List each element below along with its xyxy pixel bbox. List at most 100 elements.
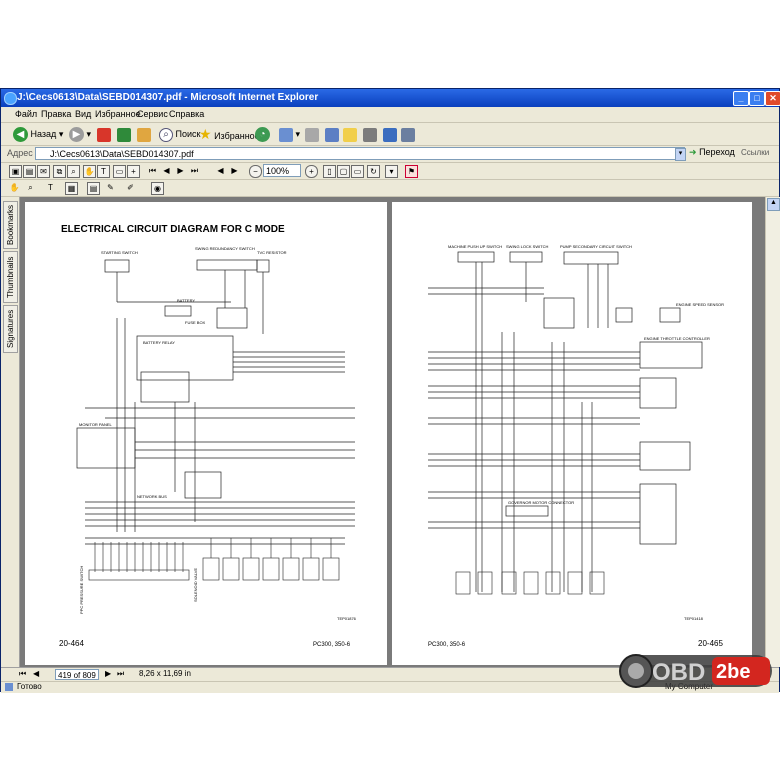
note-icon[interactable]: ▤ <box>87 182 100 195</box>
pencil-icon[interactable]: ✎ <box>107 183 114 192</box>
mail-icon <box>279 127 293 142</box>
home-button[interactable] <box>137 125 151 143</box>
links-label[interactable]: Ссылки <box>741 148 770 157</box>
hand-tool-icon[interactable]: ✋ <box>83 165 96 178</box>
label-pump-secondary: PUMP SECONDARY CIRCUIT SWITCH <box>560 244 632 249</box>
hand-icon[interactable]: ✋ <box>9 183 20 192</box>
label-solenoid-valve: SOLENOID VALVE <box>193 568 198 602</box>
stop-button[interactable] <box>97 125 111 143</box>
messenger-button[interactable] <box>363 125 377 143</box>
left-page-ref: TEP01876 <box>337 616 357 621</box>
search-button[interactable]: ⌕ Поиск <box>159 125 200 143</box>
last-page-button[interactable]: ⏭ <box>117 669 125 678</box>
save-icon[interactable]: ▣ <box>9 165 22 178</box>
logo-part1: OBD <box>652 659 705 686</box>
zoom-field[interactable]: 100% <box>263 164 301 177</box>
print-button[interactable] <box>305 125 319 143</box>
tools-button[interactable] <box>383 125 397 143</box>
stamp-icon[interactable]: ◉ <box>151 182 164 195</box>
thumbnails-tab[interactable]: Thumbnails <box>3 251 18 303</box>
forward-button[interactable]: ▶ ▾ <box>69 125 91 143</box>
menu-tools[interactable]: Сервис <box>137 109 168 119</box>
email-icon[interactable]: ✉ <box>37 165 50 178</box>
highlighter-icon[interactable]: ✐ <box>127 183 134 192</box>
text-select-icon[interactable]: T <box>48 183 53 192</box>
history-button[interactable]: ◔ <box>255 125 270 143</box>
refresh-icon <box>117 127 131 142</box>
back-label: Назад <box>30 129 57 139</box>
edit-icon <box>325 127 339 142</box>
next-page-icon[interactable]: ▶ <box>177 166 184 175</box>
fit-width-icon[interactable]: ▭ <box>351 165 364 178</box>
snapshot-icon[interactable]: ▭ <box>113 165 126 178</box>
close-button[interactable]: ✕ <box>765 91 780 106</box>
actual-size-icon[interactable]: ▯ <box>323 165 336 178</box>
tools-icon <box>383 127 397 142</box>
page-navigation-bar: ⏮ ◀ 419 of 809 ▶ ⏭ 8,26 x 11,69 in <box>1 667 779 682</box>
menu-help[interactable]: Справка <box>169 109 205 119</box>
star-icon: ★ <box>199 126 212 142</box>
right-page-ref: TEP01418 <box>684 616 704 621</box>
label-machine-push-up: MACHINE PUSH UP SWITCH <box>448 244 502 249</box>
menu-favorites[interactable]: Избранное <box>95 109 141 119</box>
prev-page-button[interactable]: ◀ <box>33 669 40 678</box>
address-dropdown-arrow[interactable]: ▾ <box>675 148 686 161</box>
bookmarks-tab[interactable]: Bookmarks <box>3 201 18 249</box>
zoom-out-icon[interactable]: − <box>249 165 262 178</box>
home-icon <box>137 127 151 142</box>
last-page-icon[interactable]: ⏭ <box>190 166 199 175</box>
search-pdf-icon[interactable]: ⌕ <box>67 165 80 178</box>
left-page-title: ELECTRICAL CIRCUIT DIAGRAM FOR C MODE <box>61 224 285 235</box>
rotate-icon[interactable]: ↻ <box>367 165 380 178</box>
edit-button[interactable] <box>325 125 339 143</box>
zoom-in-circle-icon[interactable]: + <box>305 165 318 178</box>
next-page-button[interactable]: ▶ <box>105 669 112 678</box>
print-pdf-icon[interactable]: ▤ <box>23 165 36 178</box>
menu-edit[interactable]: Правка <box>41 109 72 119</box>
vertical-scrollbar[interactable]: ▲ <box>765 197 780 667</box>
mail-button[interactable]: ▾ <box>279 125 300 143</box>
document-area[interactable]: Bookmarks Thumbnails Signatures ELECTRIC… <box>1 197 780 667</box>
graphics-select-icon[interactable]: ▦ <box>65 182 78 195</box>
label-starting-switch: STARTING SWITCH <box>101 250 138 255</box>
folder-button[interactable] <box>343 125 357 143</box>
print-icon <box>305 127 319 142</box>
signatures-tab[interactable]: Signatures <box>3 305 18 353</box>
first-page-icon[interactable]: ⏮ <box>148 166 157 175</box>
page-number-field[interactable]: 419 of 809 <box>55 669 99 680</box>
right-page-model: PC300, 350-6 <box>428 642 466 648</box>
address-input[interactable]: J:\Cecs0613\Data\SEBD014307.pdf <box>35 147 685 160</box>
forward-arrow-icon: ▶ <box>69 127 84 143</box>
go-button[interactable]: ➜ Переход <box>689 147 735 158</box>
back-button[interactable]: ◀ Назад ▾ <box>13 125 63 143</box>
next-view-icon[interactable]: ▶ <box>231 166 238 175</box>
fit-page-icon[interactable]: ▢ <box>337 165 350 178</box>
pdf-toolbar-secondary: ✋ ⌕ T ▦ ▤ ✎ ✐ ◉ <box>1 180 779 197</box>
label-battery-relay: BATTERY RELAY <box>143 340 175 345</box>
folder-icon <box>343 127 357 142</box>
prev-page-icon[interactable]: ◀ <box>163 166 170 175</box>
logo-part2: 2be <box>716 661 750 683</box>
minimize-button[interactable]: _ <box>733 91 749 106</box>
maximize-button[interactable]: □ <box>749 91 765 106</box>
scroll-up-arrow[interactable]: ▲ <box>767 198 780 211</box>
left-page-model: PC300, 350-6 <box>313 642 351 648</box>
bluetooth-icon <box>401 127 415 142</box>
pages-menu-icon[interactable]: ▾ <box>385 165 398 178</box>
ie-icon <box>4 92 17 105</box>
bluetooth-button[interactable] <box>401 125 415 143</box>
menu-view[interactable]: Вид <box>75 109 92 119</box>
zoom-tool-icon[interactable]: ⌕ <box>28 183 33 192</box>
zoom-in-icon[interactable]: + <box>127 165 140 178</box>
select-text-icon[interactable]: T <box>97 165 110 178</box>
menu-file[interactable]: Файл <box>15 109 38 119</box>
label-governor: GOVERNOR MOTOR CONNECTOR <box>508 500 574 505</box>
previous-view-icon[interactable]: ◀ <box>217 166 224 175</box>
copy-icon[interactable]: ⧉ <box>53 165 66 178</box>
favorites-button[interactable]: ★ Избранное <box>199 125 260 143</box>
acrobat-icon[interactable]: ⚑ <box>405 165 418 178</box>
refresh-button[interactable] <box>117 125 131 143</box>
first-page-button[interactable]: ⏮ <box>19 669 27 678</box>
label-monitor-panel: MONITOR PANEL <box>79 422 113 427</box>
search-label: Поиск <box>175 129 201 139</box>
